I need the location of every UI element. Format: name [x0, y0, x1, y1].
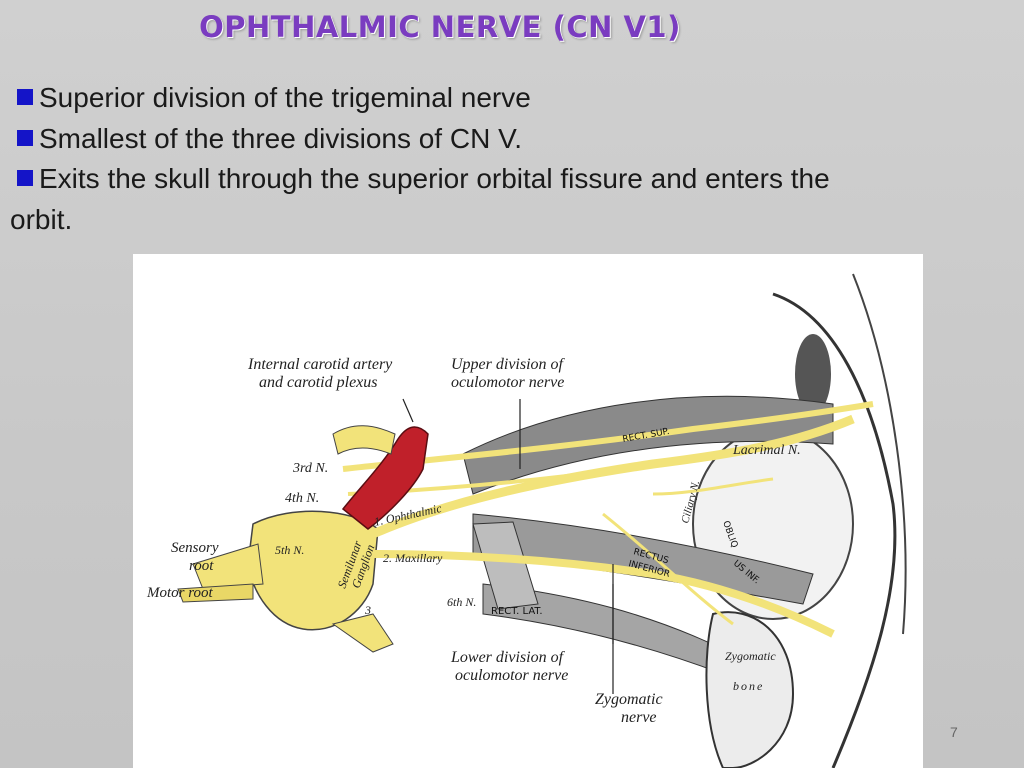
label-third-nerve: 3rd N. [292, 461, 328, 476]
label-three: 3 [364, 603, 371, 617]
label-lacrimal: Lacrimal N. [732, 443, 801, 458]
internal-carotid-artery [341, 426, 429, 530]
bullet-item: Exits the skull through the superior orb… [10, 159, 970, 200]
motor-root [177, 583, 254, 603]
label-fifth-nerve: 5th N. [275, 543, 304, 557]
anatomy-illustration: Internal carotid artery and carotid plex… [133, 254, 923, 768]
square-bullet-icon [17, 170, 33, 186]
label-upper-division: oculomotor nerve [451, 374, 564, 391]
label-rect-lat: RECT. LAT. [491, 606, 543, 617]
eyelid-outline [852, 273, 907, 635]
leader-line [402, 398, 414, 423]
square-bullet-icon [17, 129, 33, 146]
page-number: 7 [950, 724, 958, 740]
bullet-text: Smallest of the three divisions of CN V. [39, 122, 522, 154]
bullet-text: Superior division of the trigeminal nerv… [39, 82, 531, 113]
semilunar-ganglion [247, 510, 379, 631]
rect-lat-stump [472, 521, 539, 610]
label-internal-carotid: Internal carotid artery [247, 356, 393, 373]
label-sensory-root: Sensory [171, 540, 219, 556]
label-maxillary: 2. Maxillary [383, 551, 443, 565]
label-lower-division: Lower division of [450, 649, 566, 666]
label-motor-root: Motor root [146, 585, 214, 601]
square-bullet-icon [17, 89, 33, 105]
label-lower-division: oculomotor nerve [455, 667, 568, 684]
carotid-plexus [332, 425, 396, 455]
bullet-list: Superior division of the trigeminal nerv… [10, 78, 970, 240]
label-zygomatic-nerve: nerve [621, 709, 657, 726]
lower-division-nerve [602, 512, 734, 626]
label-upper-division: Upper division of [451, 356, 566, 373]
label-zygomatic-bone: Zygomatic [725, 649, 776, 663]
brow-shape [795, 334, 831, 414]
bullet-item: Superior division of the trigeminal nerv… [10, 78, 970, 119]
ciliary-branch [652, 477, 774, 496]
label-zygomatic-bone: bone [733, 679, 764, 693]
zygomatic-bone [705, 611, 795, 768]
sensory-root [192, 543, 264, 590]
label-fourth-nerve: 4th N. [285, 491, 319, 506]
maxillary-nerve [372, 550, 835, 638]
label-zygomatic-nerve: Zygomatic [595, 691, 663, 708]
orbit-nerve-diagram: Internal carotid artery and carotid plex… [146, 273, 907, 768]
bullet-text: Exits the skull through the superior orb… [39, 163, 830, 194]
label-sensory-root: root [189, 558, 214, 574]
label-sixth-nerve: 6th N. [447, 595, 476, 609]
orbit-outline [772, 292, 897, 768]
slide-title: OPHTHALMIC NERVE (CN V1) [199, 10, 681, 44]
bullet-continuation: orbit. [10, 203, 73, 235]
mandibular-division [331, 613, 394, 653]
label-internal-carotid: and carotid plexus [259, 374, 378, 391]
bullet-item: Smallest of the three divisions of CN V. [10, 119, 970, 160]
